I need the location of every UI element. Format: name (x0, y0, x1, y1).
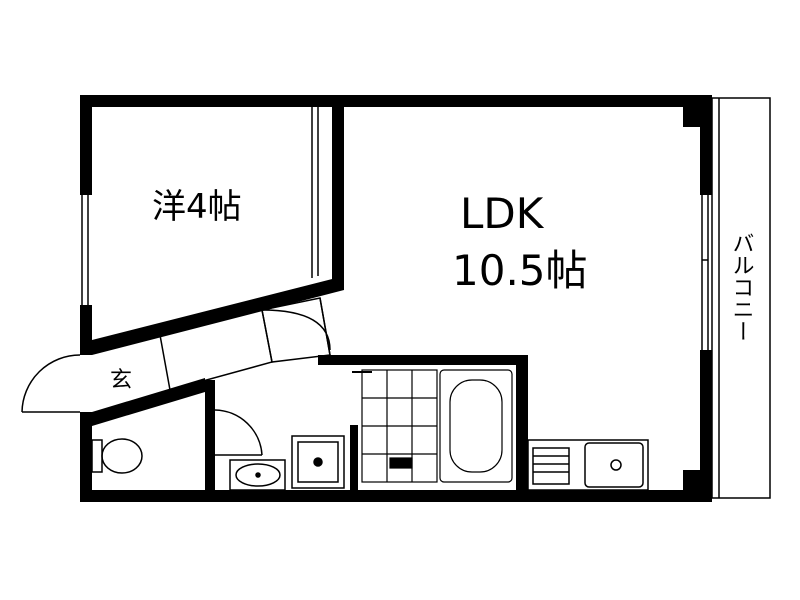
outer-walls (80, 95, 712, 502)
balcony (711, 97, 771, 499)
entrance-label: 玄 (110, 368, 132, 393)
ldk-size-label: 10.5帖 (452, 246, 588, 295)
windows (81, 195, 709, 350)
closet-doors (311, 107, 319, 278)
washroom-door (214, 409, 263, 456)
interior-walls (92, 95, 528, 490)
western-room-label: 洋4帖 (152, 187, 242, 227)
washing-machine-pan (291, 435, 345, 489)
wash-basin (229, 459, 286, 491)
kitchen (527, 439, 649, 491)
bathroom (352, 369, 513, 483)
toilet (91, 438, 143, 474)
entrance-door (21, 354, 81, 413)
hall-doors (159, 297, 331, 391)
ldk-label: LDK (460, 189, 545, 238)
balcony-label: バルコニー (729, 232, 754, 342)
